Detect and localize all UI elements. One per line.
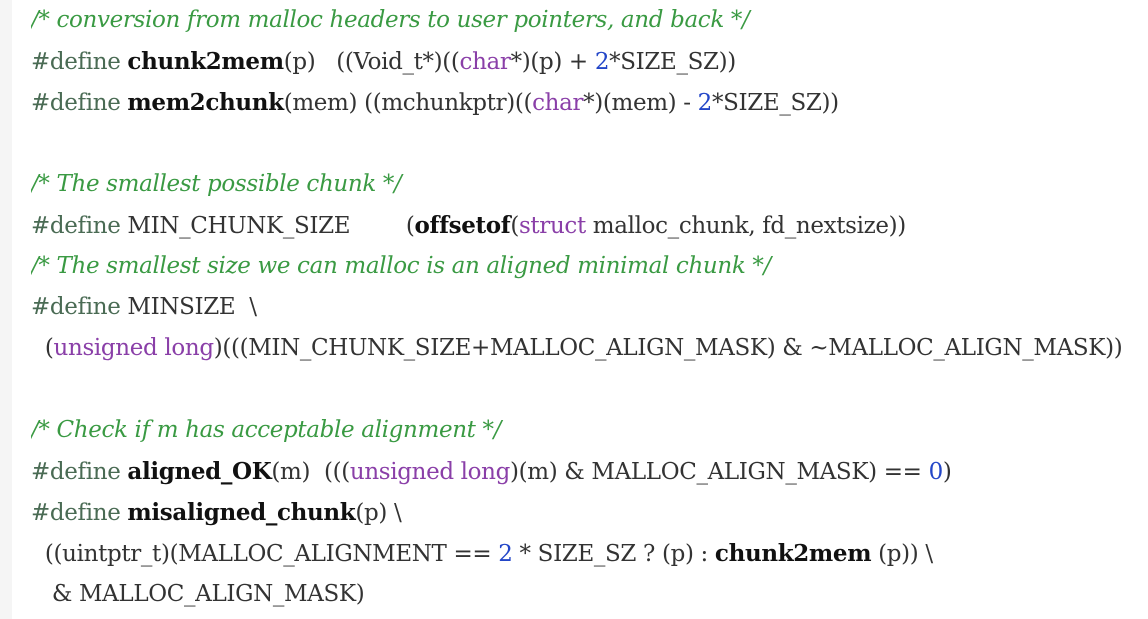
code-token-plain: (p) ((Void_t*)((	[283, 49, 460, 75]
code-line: & MALLOC_ALIGN_MASK)	[31, 574, 365, 615]
code-token-plain: *)(p) +	[510, 49, 595, 75]
code-token-plain: *SIZE_SZ))	[711, 90, 839, 116]
code-token-name: aligned_OK	[127, 458, 272, 485]
code-line: /* conversion from malloc headers to use…	[31, 0, 750, 41]
code-token-plain: (p)) \	[871, 541, 933, 567]
code-token-number: 2	[697, 90, 713, 116]
code-token-plain: * SIZE_SZ ? (p) :	[512, 541, 715, 567]
code-token-directive: #define	[31, 90, 121, 116]
code-token-number: 2	[594, 49, 610, 75]
code-token-directive: #define	[31, 213, 121, 239]
code-line: #define chunk2mem(p) ((Void_t*)((char*)(…	[31, 41, 736, 82]
code-token-plain: *SIZE_SZ))	[609, 49, 736, 75]
code-line: /* The smallest size we can malloc is an…	[31, 246, 771, 287]
code-token-name: misaligned_chunk	[127, 499, 356, 526]
code-token-plain: (p) \	[355, 500, 402, 526]
code-token-keyword: struct	[518, 213, 586, 239]
code-token-directive: #define	[31, 49, 121, 75]
code-token-plain: (mem) ((mchunkptr)((	[283, 90, 533, 116]
editor-gutter	[0, 0, 12, 619]
code-token-directive: #define	[31, 459, 121, 485]
code-token-keyword: unsigned long	[53, 335, 215, 361]
code-line: #define mem2chunk(mem) ((mchunkptr)((cha…	[31, 82, 839, 123]
code-token-plain: (m) (((	[271, 459, 350, 485]
code-line: /* Check if m has acceptable alignment *…	[31, 410, 501, 451]
code-token-plain: *)(mem) -	[583, 90, 698, 116]
code-editor[interactable]: /* conversion from malloc headers to use…	[31, 0, 1141, 619]
code-token-plain: )(((MIN_CHUNK_SIZE+MALLOC_ALIGN_MASK) & …	[213, 335, 1123, 361]
code-token-comment: /* The smallest possible chunk */	[31, 171, 402, 197]
code-line: #define MIN_CHUNK_SIZE (offsetof(struct …	[31, 205, 906, 246]
code-token-number: 2	[498, 541, 513, 567]
code-token-comment: /* The smallest size we can malloc is an…	[31, 253, 771, 279]
code-token-keyword: unsigned long	[349, 459, 511, 485]
code-line: #define aligned_OK(m) (((unsigned long)(…	[31, 451, 952, 492]
code-token-plain: )(m) & MALLOC_ALIGN_MASK) ==	[510, 459, 929, 485]
code-token-number: 0	[928, 459, 944, 485]
code-token-plain: (	[510, 213, 519, 239]
code-token-directive: #define	[31, 500, 121, 526]
code-token-plain: MINSIZE \	[120, 294, 257, 320]
code-token-comment: /* conversion from malloc headers to use…	[31, 7, 750, 33]
code-line: #define MINSIZE \	[31, 287, 257, 328]
code-token-name: chunk2mem	[127, 48, 284, 75]
code-token-comment: /* Check if m has acceptable alignment *…	[31, 417, 502, 443]
code-line: (unsigned long)(((MIN_CHUNK_SIZE+MALLOC_…	[31, 328, 1123, 369]
code-token-plain: ((uintptr_t)(MALLOC_ALIGNMENT ==	[31, 541, 499, 567]
code-token-plain: & MALLOC_ALIGN_MASK)	[31, 581, 365, 607]
code-token-keyword: char	[532, 90, 584, 116]
code-token-plain: MIN_CHUNK_SIZE (	[120, 213, 415, 239]
code-line: #define misaligned_chunk(p) \	[31, 492, 402, 533]
code-token-keyword: char	[459, 49, 511, 75]
code-token-plain: (	[31, 335, 54, 361]
code-token-directive: #define	[31, 294, 121, 320]
code-line: /* The smallest possible chunk */	[31, 164, 402, 205]
code-token-plain: )	[942, 459, 952, 485]
code-token-plain: malloc_chunk, fd_nextsize))	[585, 213, 906, 239]
code-token-name: offsetof	[414, 212, 511, 239]
code-line: ((uintptr_t)(MALLOC_ALIGNMENT == 2 * SIZ…	[31, 533, 933, 574]
code-token-name: chunk2mem	[714, 540, 872, 567]
code-token-name: mem2chunk	[127, 89, 284, 116]
